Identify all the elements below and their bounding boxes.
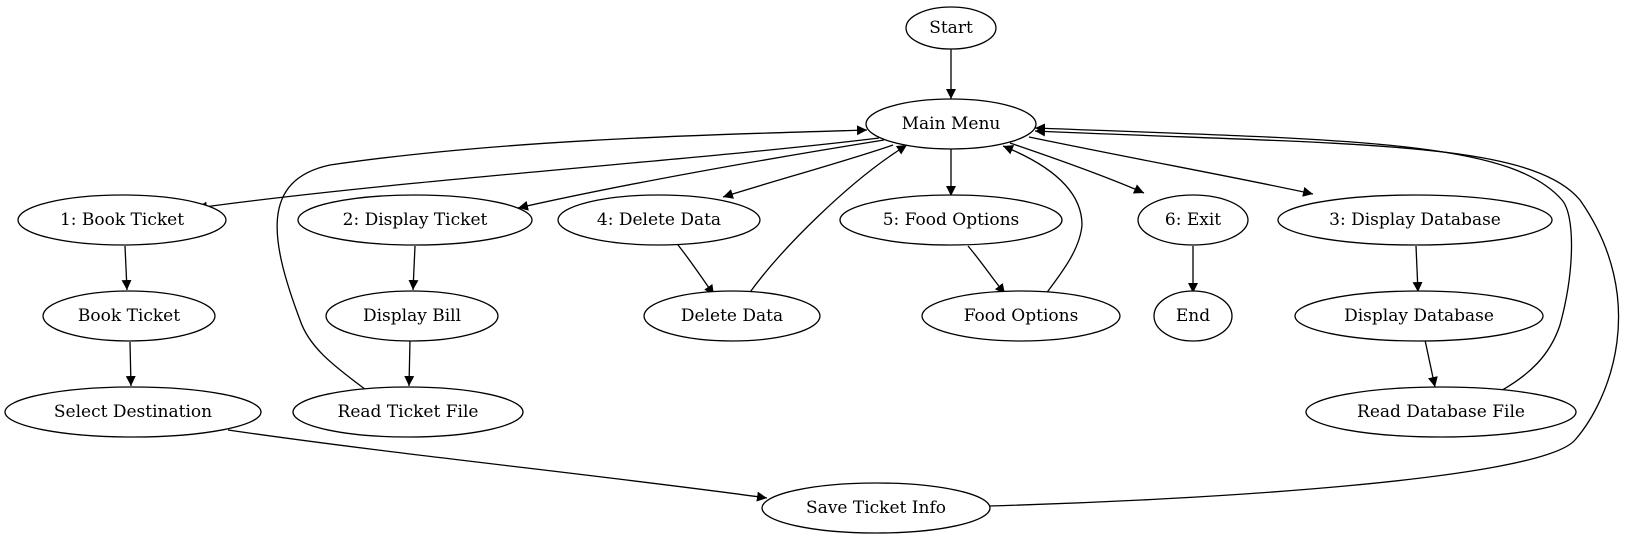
node-book-ticket-option: 1: Book Ticket: [17, 194, 227, 246]
node-save-ticket-info-label: Save Ticket Info: [806, 498, 946, 518]
node-save-ticket-info: Save Ticket Info: [761, 482, 991, 534]
node-main-menu-label: Main Menu: [902, 114, 1001, 134]
node-book-ticket-option-label: 1: Book Ticket: [60, 210, 184, 230]
node-select-destination-label: Select Destination: [54, 402, 212, 422]
node-display-ticket-option: 2: Display Ticket: [297, 194, 533, 246]
node-end: End: [1153, 290, 1233, 342]
node-read-database-file-label: Read Database File: [1357, 402, 1525, 422]
node-food-options-option: 5: Food Options: [839, 194, 1063, 246]
node-read-ticket-file-label: Read Ticket File: [338, 402, 479, 422]
edge-book-ticket-option-to-book-ticket: [121, 245, 132, 291]
edge-display-database-to-read-database-file: [1424, 339, 1438, 388]
edge-main-menu-to-display-database-option: [1028, 136, 1314, 197]
edge-food-options-to-main-menu: [1002, 145, 1083, 296]
node-display-bill-label: Display Bill: [363, 306, 461, 326]
node-display-database-label: Display Database: [1344, 306, 1494, 326]
node-read-database-file: Read Database File: [1305, 386, 1577, 438]
node-book-ticket: Book Ticket: [42, 290, 216, 342]
node-display-database: Display Database: [1294, 290, 1544, 342]
node-display-database-option-label: 3: Display Database: [1329, 210, 1501, 230]
node-exit-option-label: 6: Exit: [1165, 210, 1221, 230]
edge-read-ticket-file-to-main-menu: [276, 125, 868, 391]
node-delete-data-option: 4: Delete Data: [557, 194, 761, 246]
node-main-menu: Main Menu: [865, 98, 1037, 150]
node-display-ticket-option-label: 2: Display Ticket: [343, 210, 488, 230]
edge-display-bill-to-read-ticket-file: [404, 339, 415, 387]
node-start-label: Start: [929, 18, 973, 38]
node-delete-data-label: Delete Data: [681, 306, 783, 326]
edge-read-database-file-to-main-menu: [1034, 123, 1573, 394]
edge-book-ticket-to-select-destination: [125, 341, 136, 387]
node-food-options-option-label: 5: Food Options: [883, 210, 1020, 230]
node-food-options-label: Food Options: [964, 306, 1079, 326]
edge-main-menu-to-exit-option: [1009, 142, 1145, 194]
node-exit-option: 6: Exit: [1137, 194, 1249, 246]
node-read-ticket-file: Read Ticket File: [292, 386, 524, 438]
edge-display-ticket-option-to-display-bill: [408, 245, 419, 291]
edge-food-options-option-to-food-options: [967, 245, 1006, 295]
node-start: Start: [905, 6, 997, 50]
node-display-database-option: 3: Display Database: [1277, 194, 1553, 246]
edge-main-menu-to-delete-data-option: [722, 144, 894, 199]
node-food-options: Food Options: [921, 290, 1121, 342]
edge-delete-data-option-to-delete-data: [677, 244, 715, 296]
node-end-label: End: [1176, 306, 1210, 326]
edge-main-menu-to-book-ticket-option: [196, 137, 880, 212]
node-delete-data: Delete Data: [643, 290, 821, 342]
edge-main-menu-to-display-ticket-option: [517, 139, 885, 211]
node-select-destination: Select Destination: [4, 386, 262, 438]
edge-select-destination-to-save-ticket-info: [227, 429, 768, 502]
edge-display-database-option-to-display-database: [1412, 245, 1423, 293]
node-display-bill: Display Bill: [325, 290, 499, 342]
node-delete-data-option-label: 4: Delete Data: [597, 210, 721, 230]
edge-delete-data-to-main-menu: [747, 144, 908, 296]
edge-save-ticket-info-to-main-menu: [988, 126, 1620, 507]
node-book-ticket-label: Book Ticket: [78, 306, 180, 326]
